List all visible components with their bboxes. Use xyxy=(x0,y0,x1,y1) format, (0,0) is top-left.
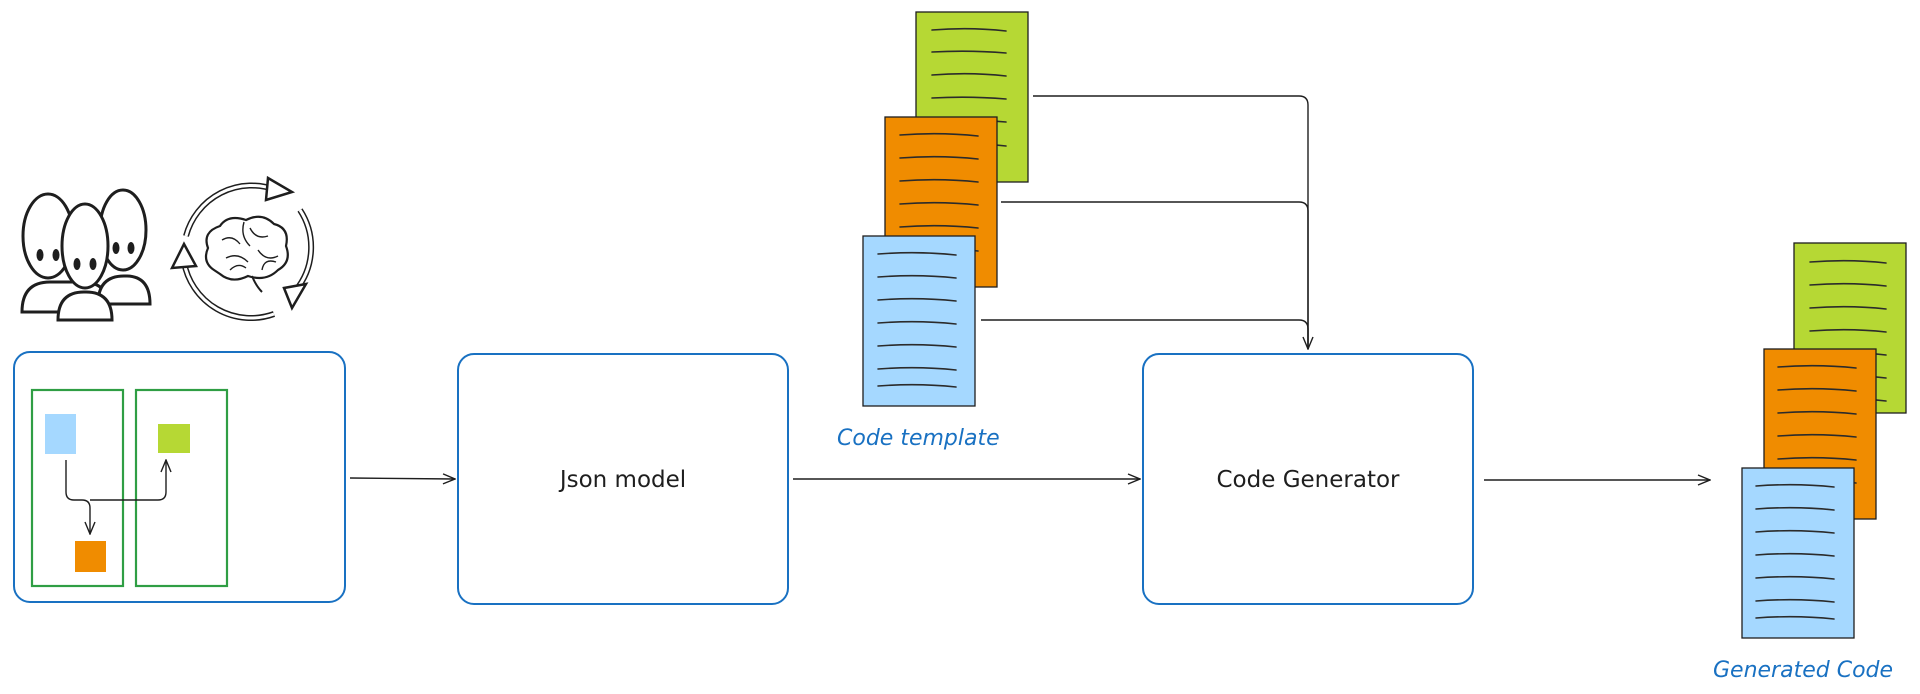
panel-left xyxy=(30,388,125,588)
connector-blue-template xyxy=(981,319,1309,349)
generated-code-caption: Generated Code xyxy=(1713,658,1893,683)
code-template-caption: Code template xyxy=(837,426,1000,451)
json-model-node: Json model xyxy=(457,353,789,605)
panel-right xyxy=(134,388,229,588)
source-model-box xyxy=(13,351,346,603)
json-model-label: Json model xyxy=(558,467,686,493)
arrow-source-to-json xyxy=(349,478,455,479)
connector-green-template xyxy=(1033,95,1308,349)
users-group-icon xyxy=(20,188,152,322)
code-generator-label: Code Generator xyxy=(1217,467,1401,493)
orange-element xyxy=(75,541,106,572)
green-element xyxy=(158,424,190,453)
template-doc-blue xyxy=(862,235,976,407)
brain-cycle-icon xyxy=(169,175,315,321)
connector-orange-template xyxy=(1001,201,1309,349)
code-template-stack: Code template xyxy=(837,11,1029,451)
generated-doc-blue xyxy=(1741,467,1855,639)
generated-code-stack: Generated Code xyxy=(1713,242,1907,683)
code-generator-node: Code Generator xyxy=(1142,353,1474,605)
blue-element xyxy=(45,414,76,454)
